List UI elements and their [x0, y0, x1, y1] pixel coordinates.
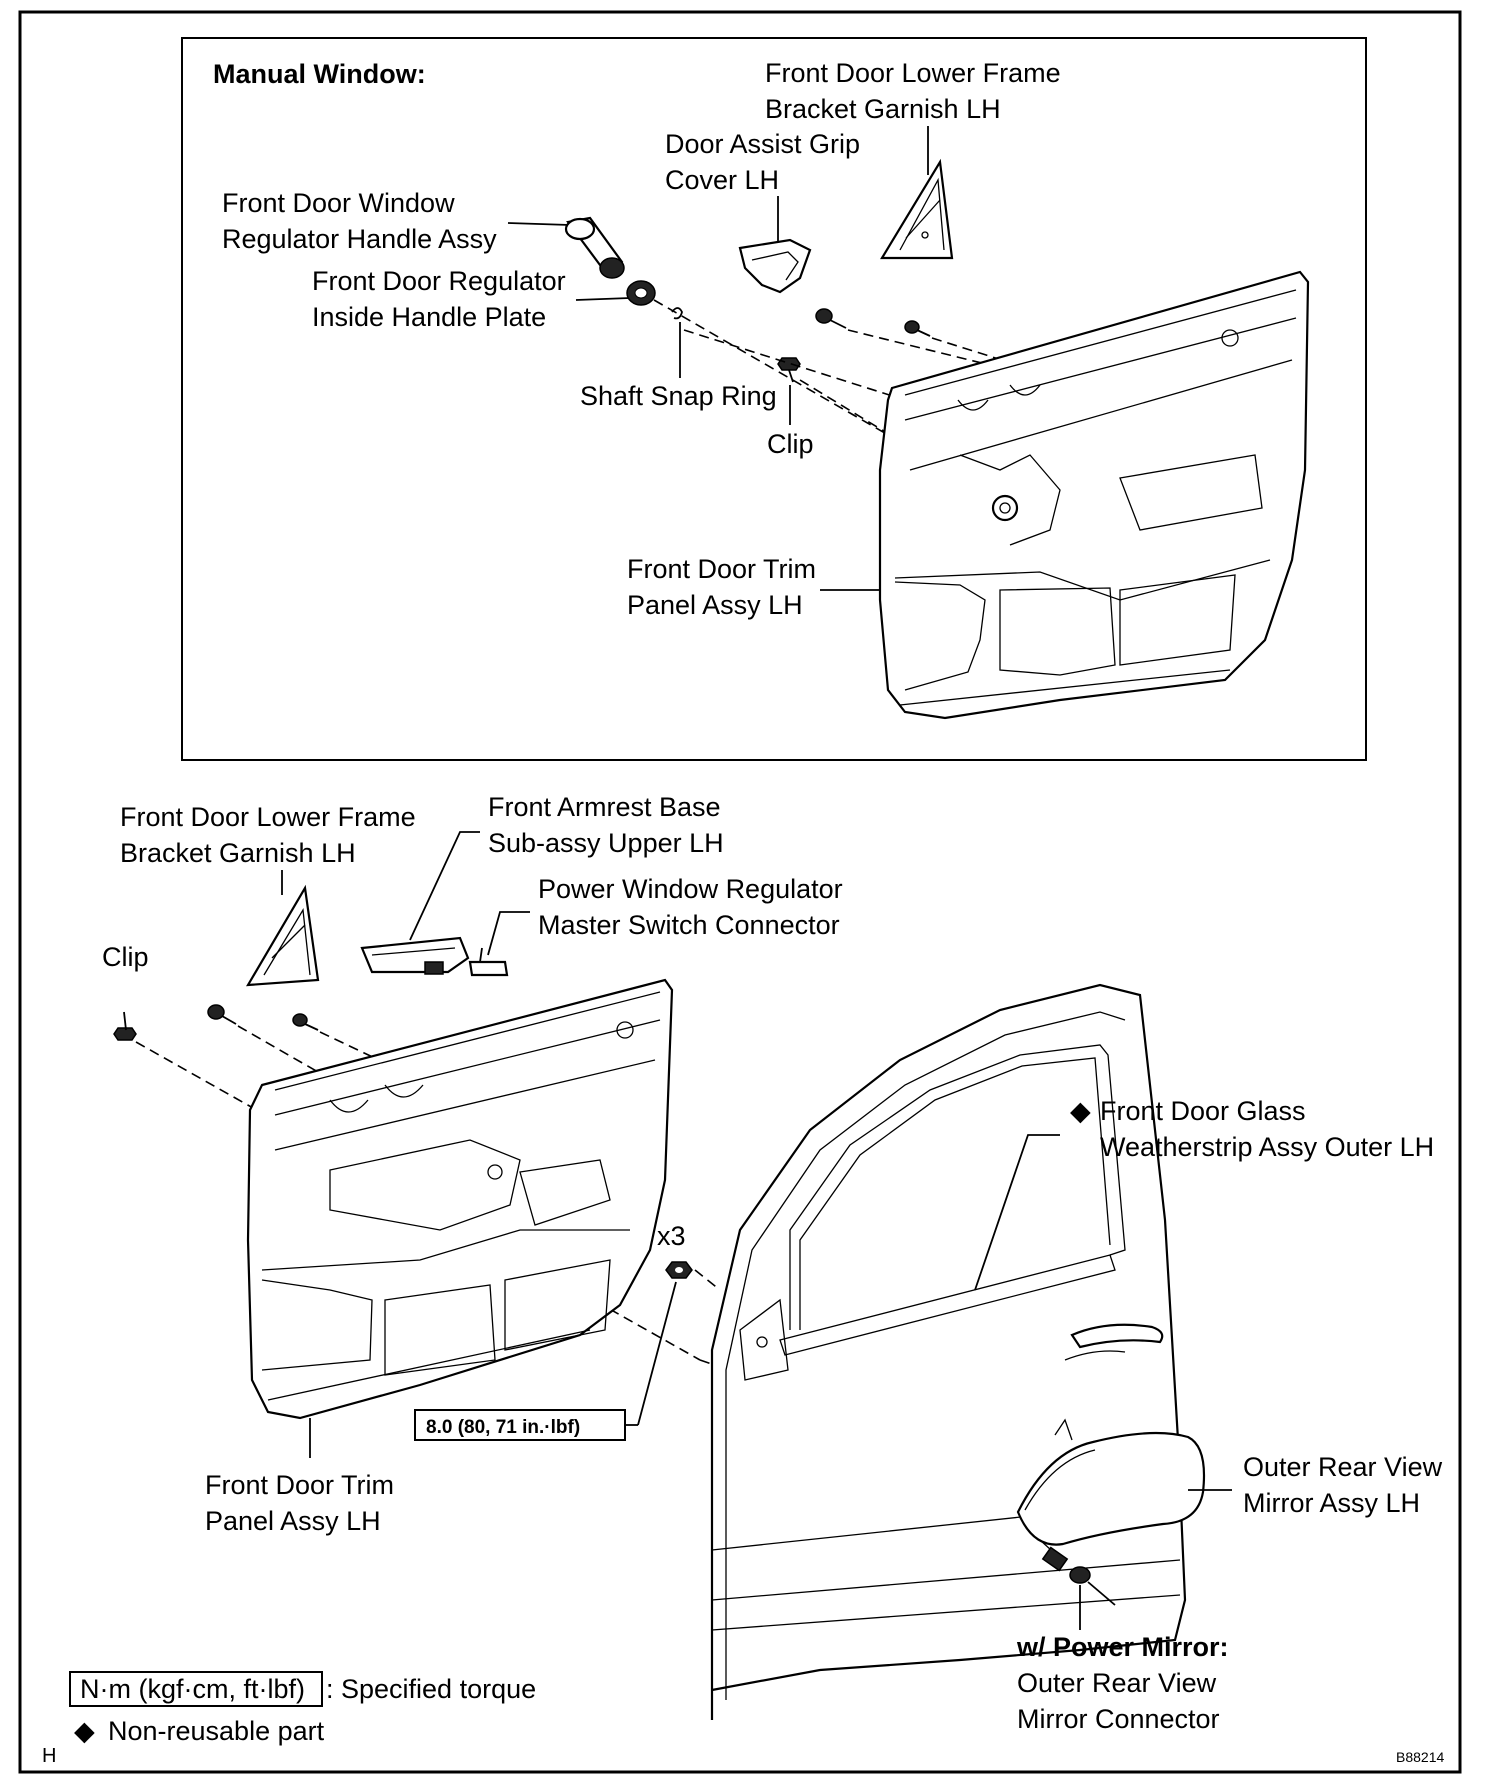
- bottom-trim-panel-part: [246, 978, 674, 1420]
- regulator-handle-label-2: Regulator Handle Assy: [222, 224, 497, 254]
- assist-grip-label-2: Cover LH: [665, 165, 779, 195]
- snap-ring-part: [671, 307, 683, 320]
- top-trim-label-1: Front Door Trim: [627, 554, 816, 584]
- mirror-connector-label-1: Outer Rear View: [1017, 1668, 1217, 1698]
- top-garnish-label-1: Front Door Lower Frame: [765, 58, 1061, 88]
- top-trim-label-2: Panel Assy LH: [627, 590, 803, 620]
- weatherstrip-label-2: Weatherstrip Assy Outer LH: [1100, 1132, 1434, 1162]
- mirror-label-1: Outer Rear View: [1243, 1452, 1443, 1482]
- top-clip-label: Clip: [767, 429, 814, 459]
- bottom-screw-2: [292, 1013, 319, 1031]
- top-garnish-part: [880, 158, 954, 260]
- top-screw-1: [815, 308, 847, 329]
- armrest-label-2: Sub-assy Upper LH: [488, 828, 724, 858]
- bottom-trim-label-1: Front Door Trim: [205, 1470, 394, 1500]
- top-trim-panel-part: [878, 270, 1310, 720]
- legend-nonreusable-text: Non-reusable part: [108, 1716, 325, 1746]
- legend-torque-text: : Specified torque: [326, 1674, 536, 1704]
- bottom-screw-1: [207, 1004, 237, 1025]
- bottom-trim-label-2: Panel Assy LH: [205, 1506, 381, 1536]
- armrest-base-part: [360, 936, 470, 975]
- manual-window-frame: [181, 37, 1367, 761]
- handle-plate-part: [626, 280, 656, 306]
- bottom-garnish-label-2: Bracket Garnish LH: [120, 838, 356, 868]
- handle-plate-label-2: Inside Handle Plate: [312, 302, 546, 332]
- outer-frame: [18, 10, 1462, 1774]
- bottom-garnish-label-1: Front Door Lower Frame: [120, 802, 416, 832]
- bottom-clip-part: [113, 1011, 137, 1041]
- armrest-label-1: Front Armrest Base: [488, 792, 721, 822]
- snap-ring-label: Shaft Snap Ring: [580, 381, 777, 411]
- weatherstrip-label-1: Front Door Glass: [1100, 1096, 1306, 1126]
- bottom-clip-label: Clip: [102, 942, 149, 972]
- diamond-weatherstrip: ◆: [1070, 1096, 1091, 1126]
- manual-window-title: Manual Window:: [213, 59, 426, 89]
- mirror-label-2: Mirror Assy LH: [1243, 1488, 1420, 1518]
- master-switch-label-2: Master Switch Connector: [538, 910, 840, 940]
- top-clip-part: [777, 357, 801, 383]
- top-screw-2: [904, 320, 931, 337]
- mirror-connector-label-2: Mirror Connector: [1017, 1704, 1220, 1734]
- legend-torque-box: [69, 1671, 323, 1707]
- torque-value: 8.0 (80, 71 in.·lbf): [426, 1417, 580, 1438]
- legend-torque-units: N·m (kgf·cm, ft·lbf): [80, 1674, 305, 1704]
- master-switch-label-1: Power Window Regulator: [538, 874, 843, 904]
- torque-box: [414, 1409, 626, 1441]
- nut-part: [665, 1261, 693, 1279]
- legend-diamond: ◆: [74, 1716, 95, 1746]
- assist-grip-label-1: Door Assist Grip: [665, 129, 860, 159]
- nut-qty-label: x3: [657, 1221, 686, 1251]
- regulator-handle-label-1: Front Door Window: [222, 188, 455, 218]
- figure-id: B88214: [1396, 1749, 1444, 1765]
- handle-plate-label-1: Front Door Regulator: [312, 266, 566, 296]
- mirror-connector-part: [1069, 1566, 1116, 1606]
- bottom-garnish-part: [245, 884, 320, 987]
- mirror-assy-part: [1016, 1418, 1206, 1572]
- regulator-handle-part: [564, 216, 625, 279]
- assist-grip-cover-part: [738, 238, 812, 294]
- master-switch-connector-part: [468, 947, 509, 977]
- power-mirror-title: w/ Power Mirror:: [1016, 1632, 1229, 1662]
- top-garnish-label-2: Bracket Garnish LH: [765, 94, 1001, 124]
- corner-letter: H: [42, 1745, 56, 1767]
